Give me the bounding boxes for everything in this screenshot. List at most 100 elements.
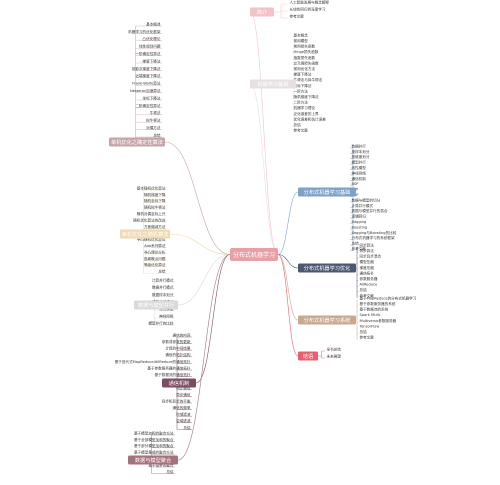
leaf-label[interactable]: 总结	[183, 425, 191, 430]
leaf-label[interactable]: 投影次梯度下降法	[132, 66, 161, 71]
leaf-label[interactable]: 分布式机器学习的系统框架	[352, 235, 396, 240]
leaf-label[interactable]: 基于迭代式MapReduce/AllReduce的通信拓扑	[115, 359, 191, 364]
leaf-label[interactable]: 线性模型	[352, 165, 367, 170]
leaf-label[interactable]: 模型压缩	[360, 259, 375, 264]
leaf-label[interactable]: 基本随机优化算法	[137, 185, 166, 190]
branch-node-dist-basics[interactable]: 分布式机器学习基础	[298, 187, 356, 197]
leaf-label[interactable]: 梯度下降法	[143, 58, 161, 63]
branch-node-dist-opt[interactable]: 分布式机器学习优化	[298, 263, 356, 273]
root-node[interactable]: 分布式机器学习	[230, 248, 278, 261]
leaf-label[interactable]: Boosting	[352, 225, 368, 229]
leaf-label[interactable]: 时域滤波	[176, 412, 191, 417]
leaf-label[interactable]: Frank-Wolfe算法	[132, 81, 161, 86]
branch-node-single-opt[interactable]: 单机优化之确定性算法	[109, 137, 165, 147]
branch-node-single-rand[interactable]: 单机优化之随机算法	[120, 229, 170, 239]
leaf-label[interactable]: 非凸理论分析	[144, 249, 166, 254]
leaf-label[interactable]: 泛化误差的上界	[294, 111, 320, 116]
leaf-label[interactable]: 基本概念	[294, 32, 309, 37]
leaf-label[interactable]: 等级优化算法	[144, 262, 166, 267]
leaf-label[interactable]: 牛顿法与拟牛顿法	[294, 77, 323, 82]
leaf-label[interactable]: 计算的中间结果	[165, 346, 191, 351]
leaf-label[interactable]: 未来展望	[327, 353, 342, 358]
leaf-label[interactable]: 通信拓扑	[360, 270, 375, 275]
leaf-label[interactable]: Multiverso参数服务器	[360, 318, 397, 323]
leaf-label[interactable]: 总结	[360, 329, 368, 334]
leaf-label[interactable]: 常用损失函数	[294, 44, 316, 49]
leaf-label[interactable]: 方差缩减方法	[144, 224, 166, 229]
leaf-label[interactable]: 凸优化理论	[143, 36, 161, 41]
leaf-label[interactable]: TensorFlow	[359, 324, 380, 328]
leaf-label[interactable]: 交叉熵损失函数	[294, 60, 320, 65]
leaf-label[interactable]: BSP	[352, 182, 360, 186]
leaf-label[interactable]: 按维度划分	[352, 154, 370, 159]
leaf-label[interactable]: 总结	[294, 122, 302, 127]
leaf-label[interactable]: 通信的拓扑结构	[165, 352, 191, 357]
leaf-label[interactable]: 异步算法	[360, 248, 375, 253]
leaf-label[interactable]: 总结	[153, 132, 161, 137]
leaf-label[interactable]: 参考文献	[352, 246, 367, 251]
leaf-label[interactable]: Bagging与Boosting的比较	[352, 230, 397, 235]
leaf-label[interactable]: 机器学习理论	[294, 105, 316, 110]
leaf-label[interactable]: 随机对偶坐标上升	[137, 211, 166, 216]
leaf-label[interactable]: 按样本划分	[352, 149, 370, 154]
leaf-label[interactable]: 逻辑回归	[352, 214, 367, 219]
leaf-label[interactable]: 同步和异步的平衡	[162, 398, 191, 403]
leaf-label[interactable]: 常用优化方法	[294, 66, 316, 71]
leaf-label[interactable]: 总结	[352, 241, 360, 246]
leaf-label[interactable]: 基于数据流的通信拓扑	[155, 372, 191, 377]
leaf-label[interactable]: Bagging	[352, 220, 367, 224]
leaf-label[interactable]: 模型并行的比较	[148, 321, 174, 326]
leaf-label[interactable]: 常用模型	[294, 38, 309, 43]
leaf-label[interactable]: 随机梯度下降	[144, 192, 166, 197]
leaf-label[interactable]: 对偶方法	[146, 125, 161, 130]
leaf-label[interactable]: 优化误差和估计误差	[294, 116, 327, 121]
leaf-label[interactable]: 基于部分模型加和的聚合	[134, 443, 174, 448]
leaf-label[interactable]: 机器学习的优化框架	[128, 29, 161, 34]
leaf-label[interactable]: 从线性回归到深度学习	[290, 6, 326, 11]
leaf-label[interactable]: 总结	[166, 469, 174, 474]
branch-node-dist-systems[interactable]: 分布式机器学习系统	[298, 315, 356, 325]
leaf-label[interactable]: 异步通信	[176, 392, 191, 397]
leaf-label[interactable]: 通信的内容	[173, 332, 191, 337]
leaf-label[interactable]: 神经网络	[352, 170, 367, 175]
leaf-label[interactable]: 坐标下降法	[143, 95, 161, 100]
leaf-label[interactable]: Ada系列算法	[144, 243, 166, 248]
leaf-label[interactable]: 通信机制	[352, 176, 367, 181]
branch-node-ml-basics[interactable]: 机器学习基础	[250, 79, 296, 89]
leaf-label[interactable]: 计算并行模式	[152, 277, 174, 282]
leaf-label[interactable]: 同步通信	[176, 385, 191, 390]
leaf-label[interactable]: 二阶方法	[294, 100, 309, 105]
leaf-label[interactable]: 坐标下降法	[294, 83, 312, 88]
leaf-label[interactable]: 基于模型加和的聚合方法	[134, 430, 174, 435]
leaf-label[interactable]: 同步异步混合	[360, 254, 382, 259]
leaf-label[interactable]: 逃离鞍点问题	[144, 256, 166, 261]
leaf-label[interactable]: 基于参数服务器的通信拓扑	[147, 365, 191, 370]
leaf-label[interactable]: Hinge损失函数	[294, 49, 319, 54]
branch-node-ending[interactable]: 结语	[298, 351, 318, 361]
leaf-label[interactable]: 参数服务器	[360, 276, 378, 281]
leaf-label[interactable]: 通信的频率	[173, 405, 191, 410]
leaf-label[interactable]: 参考文献	[290, 13, 305, 18]
leaf-label[interactable]: 基本概述	[146, 21, 161, 26]
leaf-label[interactable]: 随机拟牛顿法	[144, 205, 166, 210]
leaf-label[interactable]: 梯度压缩	[360, 265, 375, 270]
leaf-label[interactable]: 随机坐标下降	[144, 198, 166, 203]
leaf-label[interactable]: 数据并行	[352, 143, 367, 148]
leaf-label[interactable]: 随机优化算法的改进	[133, 217, 166, 222]
branch-node-comm[interactable]: 通信机制	[162, 378, 196, 388]
leaf-label[interactable]: 一阶方法	[294, 88, 309, 93]
leaf-label[interactable]: 全书总结	[327, 346, 342, 351]
leaf-label[interactable]: 基于数据流的系统	[360, 307, 389, 312]
leaf-label[interactable]: 参数或参数的更新	[162, 339, 191, 344]
leaf-label[interactable]: 数据并行模式	[152, 285, 174, 290]
leaf-label[interactable]: 牛顿法	[150, 110, 161, 115]
leaf-label[interactable]: 指数损失函数	[294, 55, 316, 60]
leaf-label[interactable]: 近端梯度下降法	[135, 73, 161, 78]
branch-node-agg[interactable]: 数据与模型聚合	[128, 455, 178, 465]
leaf-label[interactable]: 一阶确定性算法	[135, 51, 161, 56]
leaf-label[interactable]: 基于投票的聚合	[148, 462, 174, 467]
leaf-label[interactable]: 神经网络	[159, 313, 174, 318]
leaf-label[interactable]: 空域滤波	[176, 418, 191, 423]
leaf-label[interactable]: 同步算法	[360, 242, 375, 247]
leaf-label[interactable]: 总结	[158, 269, 166, 274]
